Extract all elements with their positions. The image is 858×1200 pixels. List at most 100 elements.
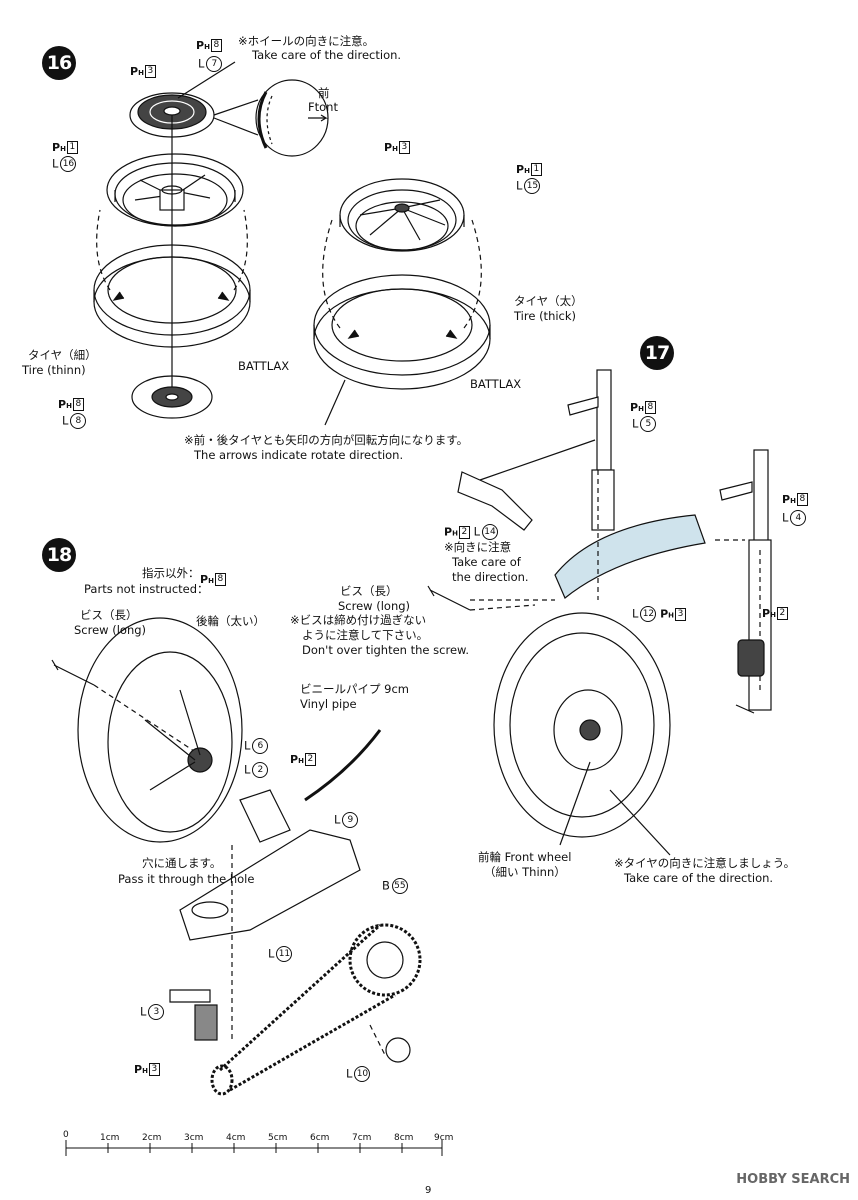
- rear-wheel-tire-drawing: [77, 617, 243, 843]
- front-fender-drawing: [554, 514, 706, 599]
- battlax-label-left: BATTLAX: [238, 359, 290, 373]
- arrow-note-jp: ※前・後タイヤとも矢印の方向が回転方向になります。: [184, 433, 469, 447]
- page-number: 9: [425, 1185, 432, 1196]
- vinyl-pipe-label-en: Vinyl pipe: [300, 697, 357, 711]
- rear-wheel-drawing: [106, 153, 244, 227]
- screw-warn-jp-2: ように注意して下さい。: [302, 628, 429, 642]
- top-leader-line: [177, 61, 236, 99]
- step-18-badge: 18: [42, 538, 76, 572]
- ruler-label-6: 6cm: [310, 1133, 330, 1143]
- rear-tire-thin-drawing: [93, 244, 251, 348]
- rear-tire-guide-dashes: [96, 209, 248, 291]
- screw-mid-drawing: [427, 585, 471, 611]
- tire-thin-label-jp: タイヤ（細）: [28, 348, 97, 362]
- sprocket-chain-drawing: [210, 923, 422, 1096]
- arrow-note-leader: [324, 379, 346, 426]
- ruler-label-4: 4cm: [226, 1133, 246, 1143]
- tire-direction-note-jp: ※タイヤの向きに注意しましょう。: [614, 856, 796, 870]
- battlax-label-right: BATTLAX: [470, 377, 522, 391]
- hole-note-jp: 穴に通します。: [142, 856, 222, 870]
- rear-brake-disc-drawing: [131, 375, 213, 419]
- screw-left-label-en: Screw (long): [74, 623, 147, 637]
- ruler-label-9: 9cm: [434, 1133, 454, 1143]
- front-label-jp: 前: [318, 86, 330, 100]
- screw-left-drawing: [51, 659, 95, 686]
- detail-callout-drawing: [213, 79, 329, 157]
- tire-dir-leader: [609, 789, 671, 856]
- tire-thin-label-en: Tire (thinn): [22, 363, 86, 377]
- direction-note-jp: ※ホイールの向きに注意。: [238, 34, 375, 48]
- fork-left-drawing: [567, 369, 615, 531]
- front-tire-arrows: [347, 329, 458, 339]
- except-label-jp: 指示以外：: [142, 566, 200, 580]
- bracket-note-en-1: Take care of: [452, 555, 521, 569]
- front-wheel-drawing: [339, 178, 465, 252]
- except-label-en: Parts not instructed：: [84, 582, 209, 596]
- tire-thick-label-en: Tire (thick): [514, 309, 577, 323]
- direction-note-en: Take care of the direction.: [252, 48, 402, 62]
- front-label-en: Ftont: [308, 100, 338, 114]
- nut-drawing: [385, 1037, 411, 1063]
- front-wheel-label-jp: 前輪 Front wheel: [478, 850, 572, 864]
- shock-absorber-drawing: [169, 989, 218, 1041]
- ruler-label-1: 1cm: [100, 1133, 120, 1143]
- step-17-badge: 17: [640, 336, 674, 370]
- swingarm-drawing: [179, 789, 361, 941]
- vinyl-pipe-drawing: [304, 729, 382, 802]
- screw-mid-label-jp: ビス（長）: [340, 584, 398, 598]
- scale-ruler: [65, 1140, 443, 1156]
- ruler-label-0: 0: [63, 1130, 69, 1140]
- front-tire-guide-dashes: [322, 219, 482, 329]
- caliper-drawing: [737, 639, 765, 677]
- screw-left-label-jp: ビス（長）: [80, 608, 138, 622]
- ruler-label-5: 5cm: [268, 1133, 288, 1143]
- tire-direction-note-en: Take care of the direction.: [624, 871, 774, 885]
- ruler-label-7: 7cm: [352, 1133, 372, 1143]
- bracket-note-en-2: the direction.: [452, 570, 529, 584]
- vinyl-pipe-label-jp: ビニールパイプ 9cm: [300, 682, 409, 696]
- bracket-arrow-line: [479, 439, 596, 481]
- ruler-label-2: 2cm: [142, 1133, 162, 1143]
- front-wheel-assembly-drawing: [493, 612, 671, 838]
- front-tire-thick-drawing: [313, 274, 491, 390]
- bracket-note-jp: ※向きに注意: [444, 540, 512, 554]
- rear-tire-arrows: [112, 291, 230, 301]
- arrow-note-en: The arrows indicate rotate direction.: [194, 448, 404, 462]
- rear-wheel-label-jp: 後輪（太い）: [196, 614, 265, 628]
- watermark: HOBBY SEARCH: [736, 1172, 850, 1187]
- front-wheel-leader: [559, 761, 591, 846]
- ruler-label-8: 8cm: [394, 1133, 414, 1143]
- hole-note-en: Pass it through the hole: [118, 872, 255, 886]
- step-16-badge: 16: [42, 46, 76, 80]
- tire-thick-label-jp: タイヤ（太）: [514, 294, 583, 308]
